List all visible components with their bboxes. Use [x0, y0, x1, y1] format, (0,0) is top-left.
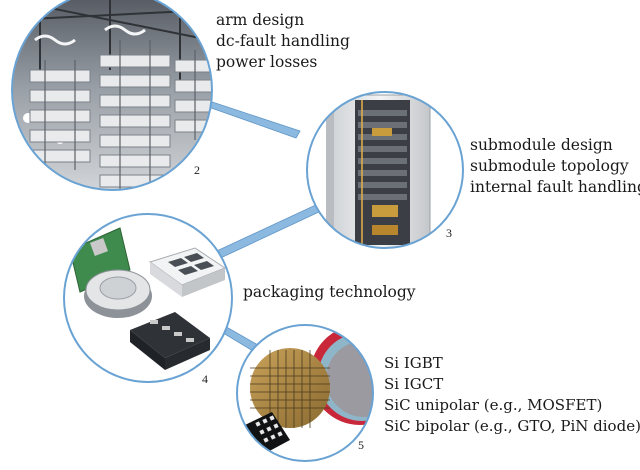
label-si-igct: Si IGCT	[384, 375, 444, 393]
bubble-5-number: 5	[358, 438, 364, 452]
bubble-5-labels: Si IGBT Si IGCT SiC unipolar (e.g., MOSF…	[384, 353, 640, 437]
bubble-2-labels: arm design dc-fault handling power losse…	[216, 10, 350, 73]
label-arm-design: arm design	[216, 11, 305, 29]
label-sic-unipolar: SiC unipolar (e.g., MOSFET)	[384, 396, 603, 414]
bubble-3-ring	[306, 91, 464, 249]
bubble-4-number: 4	[202, 372, 208, 386]
bubble-4-labels: packaging technology	[243, 282, 416, 303]
label-packaging-technology: packaging technology	[243, 283, 416, 301]
bubble-2-ring	[11, 0, 213, 191]
label-submodule-topology: submodule topology	[470, 157, 629, 175]
bubble-4-ring	[63, 213, 233, 383]
label-power-losses: power losses	[216, 53, 318, 71]
bubble-5-ring	[236, 324, 374, 462]
label-dc-fault-handling: dc-fault handling	[216, 32, 350, 50]
label-si-igbt: Si IGBT	[384, 354, 443, 372]
bubble-5-wafers	[236, 324, 374, 462]
label-internal-fault-handling: internal fault handling	[470, 178, 640, 196]
bubble-3-labels: submodule design submodule topology inte…	[470, 135, 640, 198]
bubble-2-number: 2	[194, 163, 200, 177]
bubble-3-submodule	[306, 91, 464, 249]
label-submodule-design: submodule design	[470, 136, 613, 154]
bubble-4-packages	[63, 213, 233, 383]
bubble-3-number: 3	[446, 226, 452, 240]
label-sic-bipolar: SiC bipolar (e.g., GTO, PiN diode)	[384, 417, 640, 435]
bubble-2-power-hall	[11, 0, 213, 191]
